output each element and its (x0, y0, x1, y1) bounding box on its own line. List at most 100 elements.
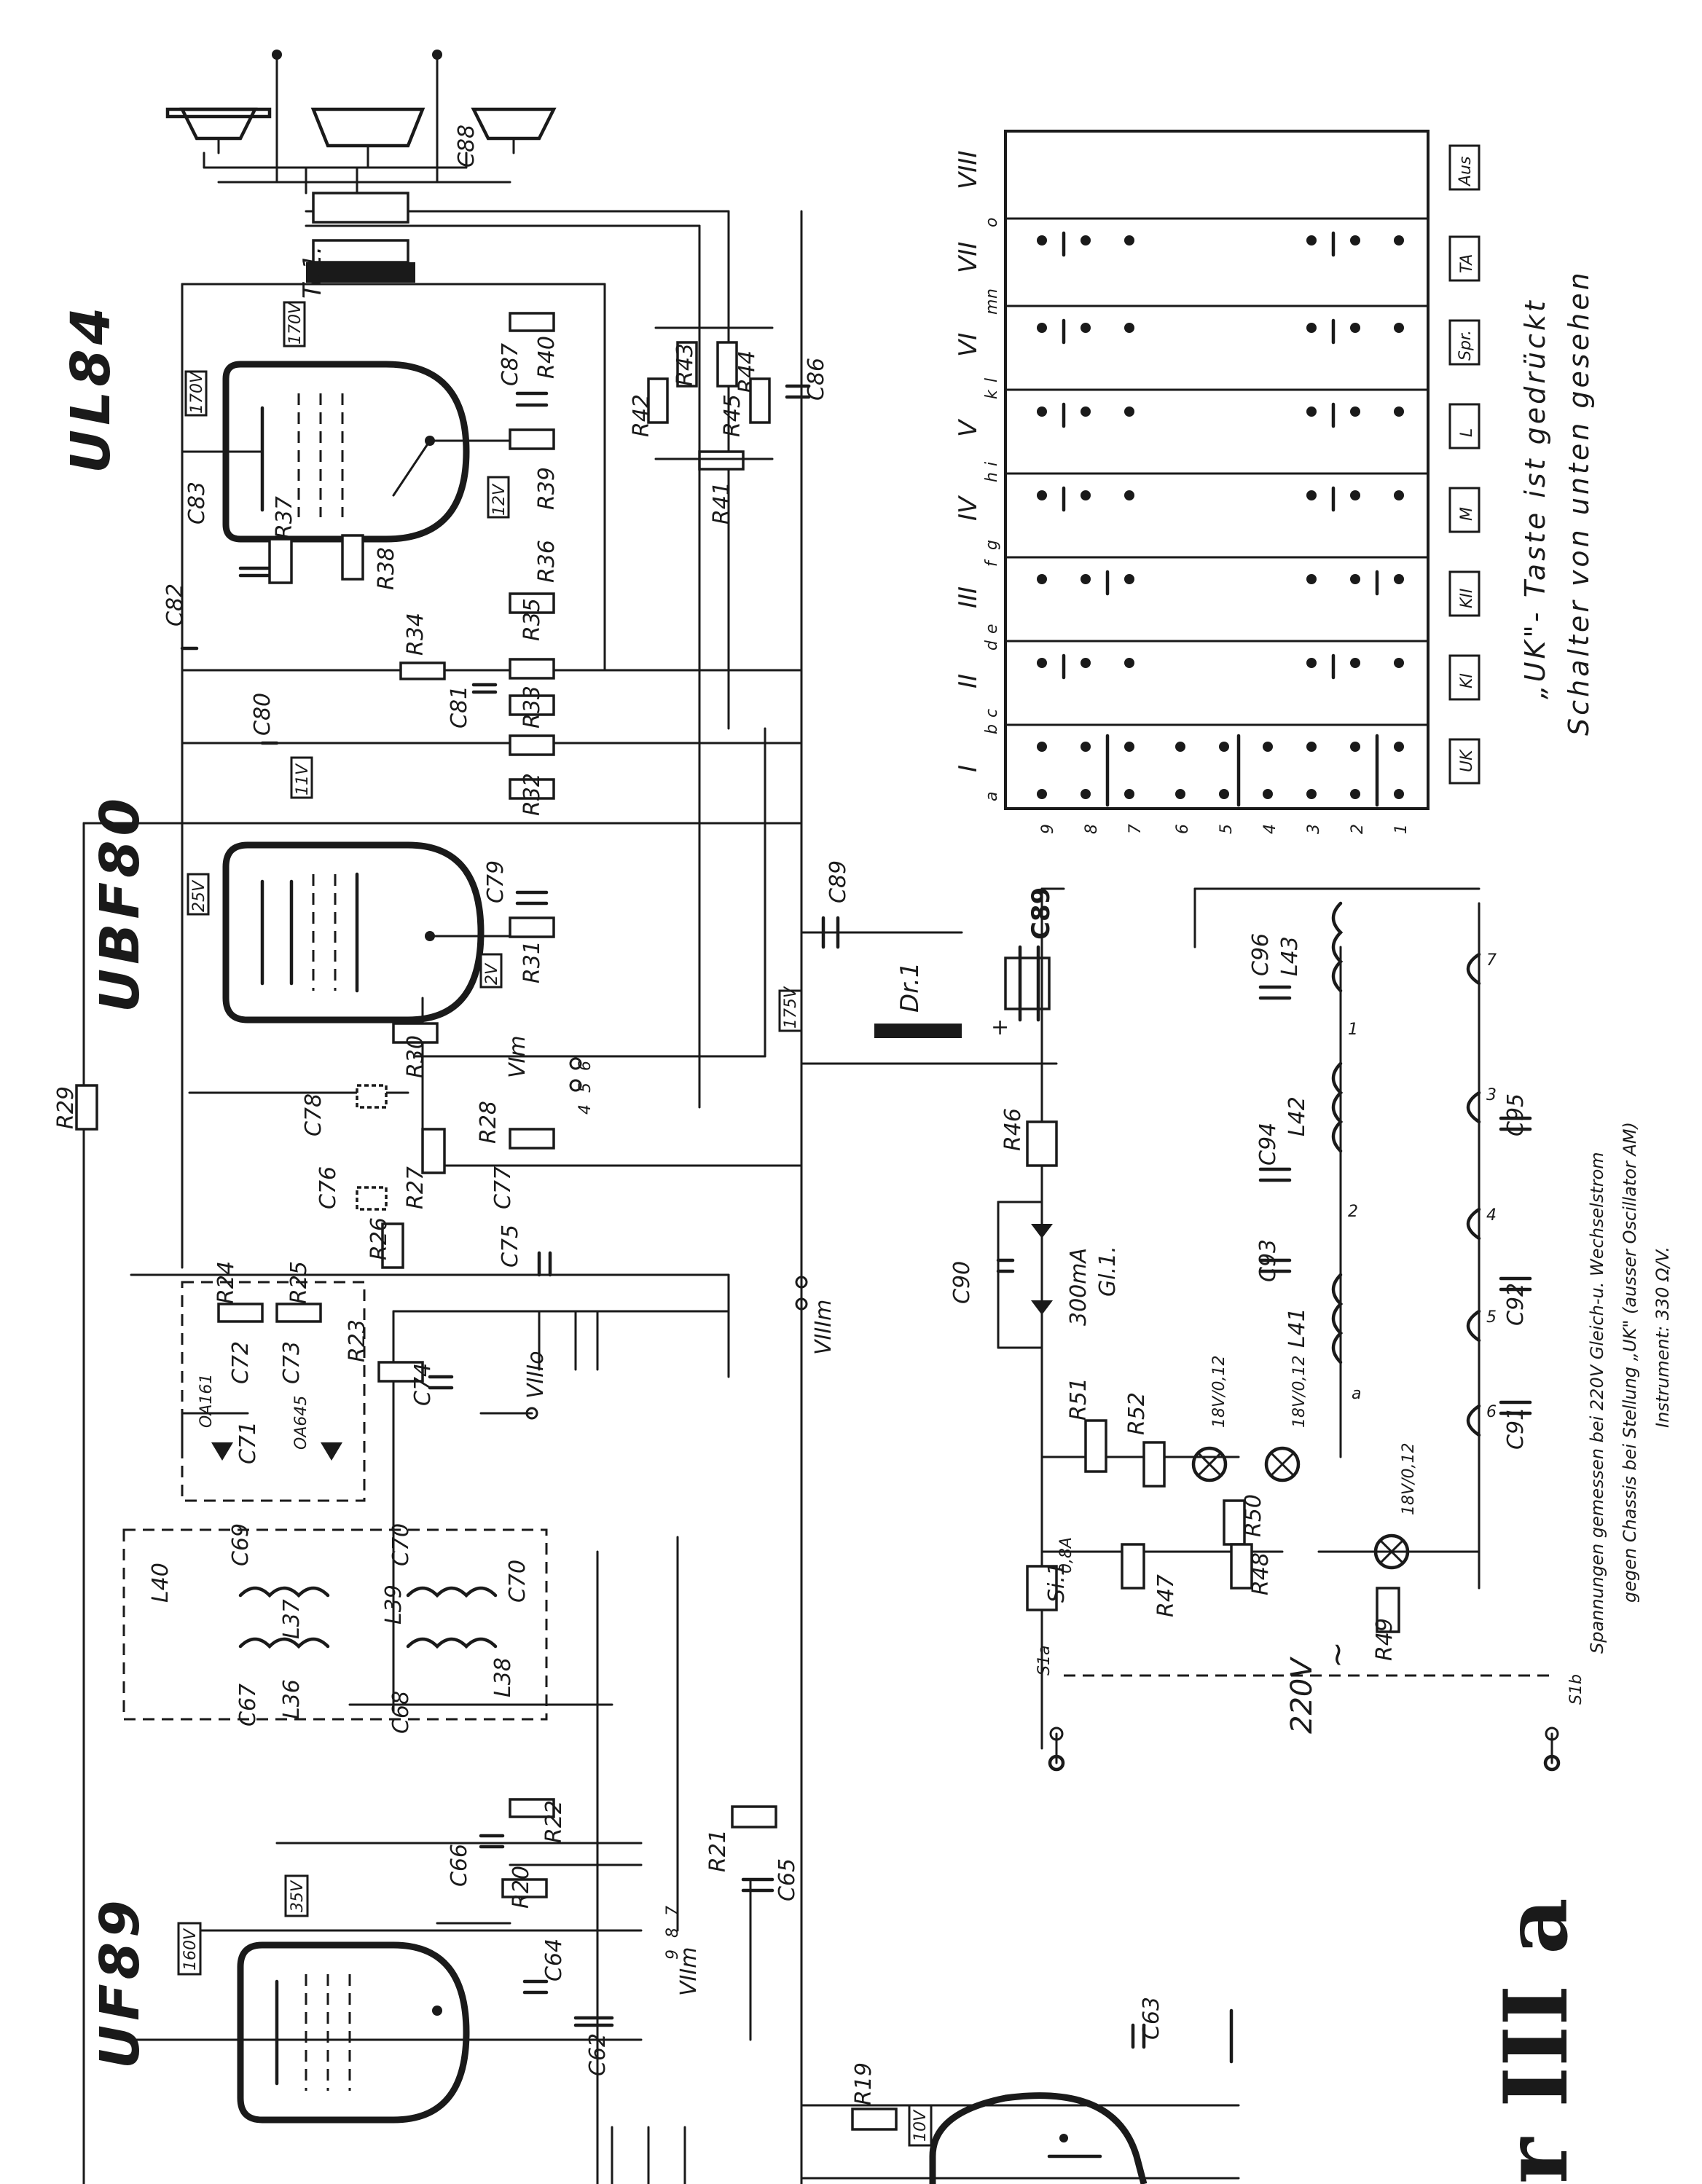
input-stage: C63 R19 10V (851, 1997, 1234, 2184)
c96-label: C96 (1248, 933, 1274, 976)
key-label-spr: Spr. (1456, 330, 1475, 361)
uf89-label: UF89 (89, 1896, 152, 2069)
key-viii: VIII (954, 151, 983, 189)
ubf80-voltage-2: 11V (294, 763, 312, 796)
node-1: 1 (1348, 1021, 1358, 1039)
tube-ul84: UL84 170V 170V 12V (60, 301, 541, 543)
key-iv: IV (954, 495, 983, 521)
oa161-label: OA161 (197, 1374, 216, 1428)
col-c: c (983, 709, 1001, 718)
col-b: b (983, 724, 1001, 734)
tube-ubf80: UBF80 25V 11V 2V R31 C79 R30 C78 R27 R28… (89, 756, 555, 1277)
ul84-network: R40 R39 C87 R38 R36 R35 R34 R33 R32 C83 … (162, 312, 560, 816)
r26-label: R26 (366, 1217, 392, 1260)
r37-label: R37 (272, 496, 297, 539)
l40-label: L40 (148, 1563, 173, 1603)
l36-label: L36 (279, 1679, 305, 1719)
c83-label: C82 (162, 584, 188, 626)
tube3-voltage: 10V (911, 2109, 930, 2142)
key-label-aus: Aus (1456, 157, 1475, 187)
contact-vim: VIm (505, 1035, 530, 1078)
r30-label: R30 (403, 1035, 428, 1078)
col-i: i (983, 462, 1001, 466)
switch-contacts-vi: VIm 6 5 4 (505, 1035, 595, 1115)
note-instrument: Instrument: 330 Ω/V. (1652, 1246, 1673, 1428)
speakers (165, 107, 557, 184)
note-uk-pressed: „UK"- Taste ist gedrückt (1519, 298, 1551, 699)
if-filter-block: L40 C69 L37 C70 L39 C70 C67 L36 C68 L38 (122, 1523, 548, 1734)
r19-label: R19 (851, 2062, 877, 2105)
c71-label: C70 (505, 1560, 530, 1603)
uf89-voltage-2: 35V (289, 1879, 307, 1912)
r50-label: R50 (1241, 1494, 1266, 1537)
c74-label: C73 (279, 1341, 305, 1384)
contact-5: 5 (576, 1083, 595, 1093)
oa645-label: OA645 (292, 1396, 310, 1450)
lamp-2-rating: 18V/0,12 (1290, 1356, 1309, 1428)
node-a: a (1352, 1385, 1361, 1403)
key-label-m: M (1458, 507, 1476, 521)
col-l: l (983, 378, 1001, 382)
r38-label: R38 (374, 547, 399, 590)
key-label-l: L (1458, 428, 1476, 437)
r47-label: R47 (1153, 1574, 1179, 1617)
switch-contact-dots (1037, 235, 1404, 799)
fuse-rating: 0,8A (1057, 1537, 1075, 1574)
c88-label: C88 (454, 125, 479, 168)
r23-label: R23 (345, 1319, 370, 1362)
r28-label: R28 (476, 1101, 501, 1144)
column-letters: o n m l k i h g f e d c b a (983, 218, 1001, 801)
r29-label: R29 (53, 1086, 79, 1129)
r43-label: R43 (672, 343, 698, 386)
rf-coupling: R21 C65 VIIm 9 8 7 R29 VIIIm (53, 1084, 836, 1996)
key-iii: III (954, 586, 983, 608)
row-9: 9 (1039, 824, 1057, 834)
output-transformer: Tr.1. (203, 50, 468, 299)
row-4: 4 (1261, 824, 1279, 834)
c90-label: C90 (949, 1261, 975, 1304)
c73-label: C72 (228, 1341, 254, 1384)
r21-label: R21 (705, 1829, 731, 1872)
c81-label: C80 (250, 693, 275, 736)
rectifier: R46 300mA Gl.1. C90 (949, 1062, 1121, 1750)
l42-label: L42 (1285, 1096, 1310, 1136)
lamp-3-rating: 18V/0,12 (1400, 1443, 1418, 1515)
r45-label: R45 (720, 394, 745, 437)
key-label-ta: TA (1458, 254, 1476, 273)
col-o: o (983, 218, 1001, 227)
contact-viim-bottom: VIIm (676, 1947, 702, 1996)
uf89-voltage-1: 160V (181, 1928, 200, 1971)
col-d: d (983, 640, 1001, 651)
c62-label: C62 (585, 2033, 611, 2076)
lamp-1-rating: 18V/0,12 (1210, 1356, 1228, 1428)
node-7: 6 (1486, 1403, 1497, 1421)
c70-label: C70 (388, 1523, 414, 1566)
row-1: 1 (1392, 824, 1411, 834)
ul84-label: UL84 (60, 303, 122, 474)
r31-label: R31 (519, 940, 545, 983)
power-filter: C89 175V Dr.1 C89 + (778, 860, 1065, 1065)
r48-label: R48 (1248, 1552, 1274, 1595)
c69-label: C69 (228, 1523, 254, 1566)
node-3: 3 (1486, 1086, 1497, 1104)
wiring (82, 210, 1240, 2184)
contact-viiio: VIIIo (523, 1351, 549, 1399)
node-2: 2 (1348, 1203, 1358, 1221)
r27-label: R27 (403, 1166, 428, 1209)
l41-label: L41 (1285, 1308, 1310, 1348)
filament-chain: R51 R52 18V/0,12 18V/0,12 R50 R47 R48 18… (1040, 902, 1481, 1661)
r40-label: R40 (534, 336, 560, 379)
contact-viiim: VIIIm (811, 1300, 836, 1355)
key-label-ki: KI (1458, 673, 1476, 688)
rectifier-name: Gl.1. (1095, 1246, 1121, 1297)
title-fragment: r III a (1485, 1898, 1588, 2184)
row-5: 5 (1217, 824, 1236, 834)
c80-label: C79 (483, 860, 509, 903)
ul84-voltage-2: 170V (286, 302, 305, 345)
col-h: h (983, 472, 1001, 482)
contact-9-bottom: 9 (664, 1949, 682, 1960)
c78-label: C77 (490, 1166, 516, 1209)
key-label-kii: KII (1458, 589, 1476, 608)
c84-label: C83 (184, 482, 210, 525)
col-n: n (983, 288, 1001, 299)
